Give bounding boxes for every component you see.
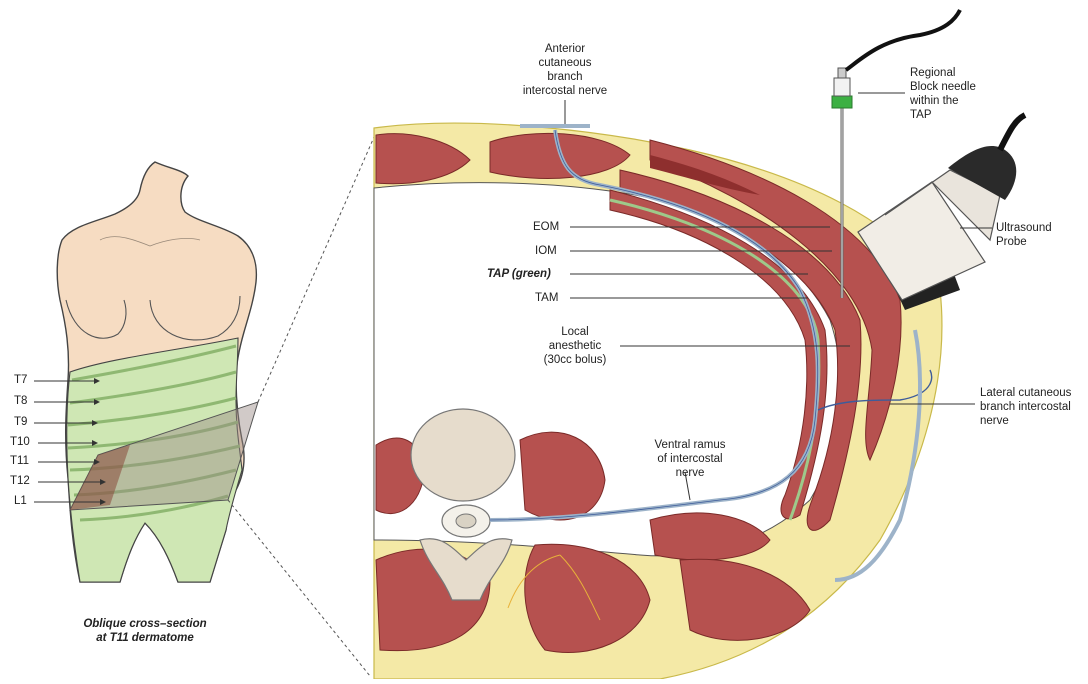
spinal-cord [456, 514, 476, 528]
label-eom: EOM [533, 220, 559, 234]
label-tap: TAP (green) [487, 267, 551, 281]
caption-line1: Oblique cross–section [60, 617, 230, 631]
torso-illustration [34, 162, 258, 582]
zoom-guides [228, 128, 378, 676]
label-probe: Ultrasound Probe [996, 221, 1052, 249]
label-t11: T11 [10, 454, 29, 468]
label-anesthetic: Local anesthetic (30cc bolus) [525, 325, 625, 367]
label-t8: T8 [14, 394, 27, 408]
label-needle: Regional Block needle within the TAP [910, 66, 976, 122]
label-lateral-nerve: Lateral cutaneous branch intercostal ner… [980, 386, 1071, 428]
label-t10: T10 [10, 435, 30, 449]
vertebral-body [411, 409, 515, 501]
label-anterior-nerve: Anterior cutaneous branch intercostal ne… [510, 42, 620, 98]
label-t12: T12 [10, 474, 30, 488]
label-t9: T9 [14, 415, 27, 429]
label-ventral-ramus: Ventral ramus of intercostal nerve [640, 438, 740, 480]
caption-line2: at T11 dermatome [60, 631, 230, 645]
label-l1: L1 [14, 494, 27, 508]
label-tam: TAM [535, 291, 558, 305]
label-iom: IOM [535, 244, 557, 258]
label-t7: T7 [14, 373, 27, 387]
